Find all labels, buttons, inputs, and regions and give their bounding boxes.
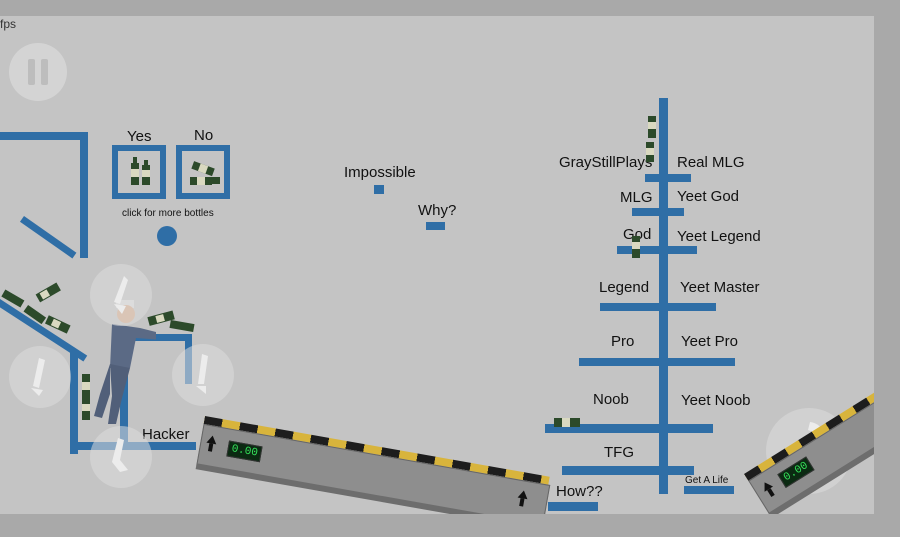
bottle-icon	[131, 157, 150, 185]
ladder-pole	[659, 98, 668, 494]
rung-mlg	[632, 208, 684, 216]
rung-pro	[579, 358, 735, 366]
ladder-label-real-mlg: Real MLG	[677, 154, 745, 171]
bottle-ramp-base	[70, 352, 78, 454]
fps-counter: fps	[0, 17, 17, 31]
lean-forward-control[interactable]	[172, 344, 234, 406]
ramp-bottles	[1, 282, 195, 420]
pause-icon	[28, 59, 48, 85]
how-label: How??	[556, 483, 603, 500]
ladder-label-yeet-pro: Yeet Pro	[681, 333, 738, 350]
get-a-life-label: Get A Life	[685, 475, 729, 486]
rung-noob	[545, 424, 713, 433]
ladder-label-tfg: TFG	[604, 444, 634, 461]
why-platform	[426, 222, 445, 230]
ladder-bottles	[554, 116, 656, 427]
bottles-icon	[190, 161, 220, 185]
funnel-slope	[19, 216, 77, 259]
ladder-label-noob: Noob	[593, 391, 629, 408]
funnel-right-wall	[80, 132, 88, 258]
ladder-label-yeet-god: Yeet God	[677, 188, 739, 205]
impossible-label: Impossible	[344, 164, 416, 181]
how-platform	[548, 502, 598, 511]
conveyor-left: 0.00	[195, 416, 551, 514]
ladder-label-yeet-legend: Yeet Legend	[677, 228, 761, 245]
yes-box[interactable]	[112, 145, 166, 199]
ladder-label-yeet-noob: Yeet Noob	[681, 392, 751, 409]
yes-label: Yes	[127, 128, 152, 145]
hacker-label: Hacker	[142, 426, 190, 443]
jump-icon	[114, 276, 128, 314]
ladder-label-pro: Pro	[611, 333, 635, 350]
hacker-top	[120, 334, 192, 341]
why-label: Why?	[418, 202, 457, 219]
lean-back-control[interactable]	[9, 346, 71, 408]
crouch-icon	[112, 438, 128, 472]
funnel-top-bar	[0, 132, 88, 140]
pause-button[interactable]	[9, 43, 67, 101]
more-bottles-button[interactable]	[157, 226, 177, 246]
game-canvas[interactable]: fps Yes No click for more bottles Imposs…	[0, 16, 874, 514]
crouch-control[interactable]	[90, 426, 152, 488]
ladder-label-graystillplays: GrayStillPlays	[559, 154, 653, 171]
ladder-label-legend: Legend	[599, 279, 650, 296]
ladder-label-mlg: MLG	[620, 189, 653, 206]
ladder-label-yeet-master: Yeet Master	[680, 279, 760, 296]
rung-god	[617, 246, 697, 254]
more-bottles-label: click for more bottles	[122, 208, 214, 219]
jump-control[interactable]	[90, 264, 152, 326]
ladder-label-god: God	[623, 226, 652, 243]
no-label: No	[194, 127, 214, 144]
rung-graystillplays	[645, 174, 691, 182]
lean-back-icon	[31, 358, 45, 396]
lean-forward-icon	[196, 354, 208, 394]
rung-tfg	[562, 466, 694, 475]
get-a-life-platform	[684, 486, 734, 494]
impossible-platform	[374, 185, 384, 194]
no-box[interactable]	[176, 145, 230, 199]
rung-legend	[600, 303, 716, 311]
